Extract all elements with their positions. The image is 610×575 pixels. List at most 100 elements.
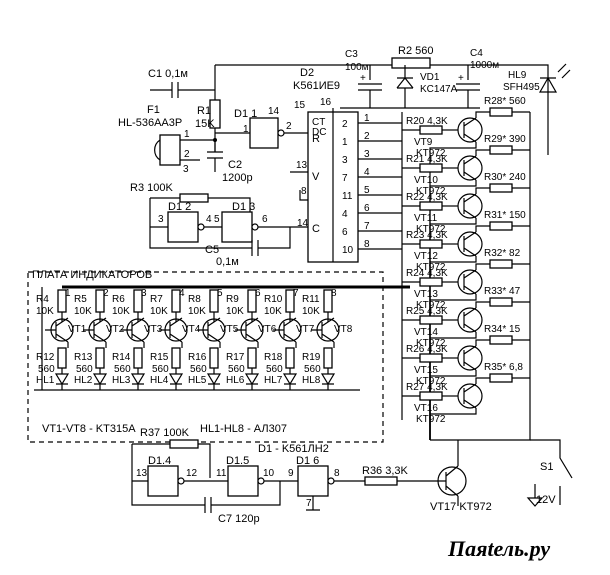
led-resistor: [57, 347, 67, 369]
r37-label: R37 100K: [140, 427, 190, 439]
driver-base-resistor-label: R22 4,3K: [406, 192, 448, 203]
driver-base-resistor: [419, 277, 443, 287]
driver-transistor-icon: [457, 231, 483, 257]
base-resistor-label: R8: [188, 294, 201, 305]
driver-transistor-label: VT15: [414, 365, 438, 376]
driver-base-resistor-label: R27 4,3K: [406, 382, 448, 393]
counter-row-pin: 1: [364, 113, 370, 124]
led-icon: [206, 368, 222, 390]
driver-led-resistor-label: R33* 47: [484, 286, 521, 297]
led-resistor-label: R12: [36, 352, 55, 363]
driver-transistor-label: VT14: [414, 327, 438, 338]
led-resistor: [95, 347, 105, 369]
driver-base-resistor-label: R24 4,3K: [406, 268, 448, 279]
watermark: Паяtель.ру: [447, 536, 550, 561]
indicator-board-frame: [27, 271, 384, 443]
base-resistor-label: R9: [226, 294, 239, 305]
driver-led-resistor: [489, 221, 513, 231]
d1-1-gate: [249, 117, 279, 149]
d1-5-gate: [227, 465, 259, 497]
channel-pin: 5: [217, 288, 223, 299]
transistor-label: VT8: [334, 324, 353, 335]
led-resistor-value: 560: [38, 364, 55, 375]
driver-base-resistor: [419, 391, 443, 401]
hl9-label: HL9: [508, 70, 527, 81]
driver-base-resistor-label: R23 4,3K: [406, 230, 448, 241]
svg-text:5: 5: [214, 214, 220, 225]
f1-sensor-icon: [159, 134, 181, 166]
r36-resistor: [364, 476, 398, 486]
driver-base-resistor: [419, 125, 443, 135]
c7-label: C7 120р: [218, 513, 260, 525]
svg-text:3: 3: [183, 164, 189, 175]
channel-pin: 7: [293, 288, 299, 299]
counter-row-pin: 3: [364, 149, 370, 160]
driver-base-resistor-label: R25 4,3K: [406, 306, 448, 317]
driver-base-resistor-label: R26 4,3K: [406, 344, 448, 355]
r37-resistor: [169, 439, 199, 449]
driver-led-resistor-label: R29* 390: [484, 134, 526, 145]
c5-value: 0,1м: [216, 256, 239, 268]
led-label: HL8: [302, 375, 321, 386]
transistor-label: VT2: [106, 324, 125, 335]
driver-transistor-icon: [457, 193, 483, 219]
driver-base-resistor: [419, 163, 443, 173]
base-resistor-label: R11: [302, 294, 320, 305]
d1-6-label: D1 6: [296, 455, 319, 467]
channel-pin: 8: [331, 288, 337, 299]
channel-pin: 6: [255, 288, 261, 299]
driver-led-resistor: [489, 373, 513, 383]
c1-label: C1 0,1м: [148, 68, 188, 80]
counter-out-pin: 3: [342, 155, 348, 166]
svg-text:16: 16: [320, 97, 332, 108]
f1-type: HL-536AA3P: [118, 117, 182, 129]
svg-text:4: 4: [206, 214, 212, 225]
led-resistor-value: 560: [152, 364, 169, 375]
counter-out-pin: 11: [342, 191, 353, 202]
hl9-type: SFH495: [503, 82, 540, 93]
driver-transistor-icon: [457, 307, 483, 333]
vt17-transistor-icon: [437, 466, 467, 496]
transistor-label: VT6: [258, 324, 277, 335]
led-icon: [168, 368, 184, 390]
led-resistor-value: 560: [190, 364, 207, 375]
base-resistor-value: 10K: [226, 306, 244, 317]
driver-base-resistor: [419, 315, 443, 325]
svg-text:3: 3: [158, 214, 164, 225]
driver-transistor-type: KT972: [416, 376, 446, 387]
hl9-led-icon: [538, 76, 558, 93]
svg-text:2: 2: [184, 149, 190, 160]
vt17-label: VT17 KT972: [430, 501, 492, 513]
led-resistor-label: R17: [226, 352, 245, 363]
r1-value: 15K: [195, 118, 215, 130]
led-label: HL1: [36, 375, 55, 386]
led-resistor-label: R16: [188, 352, 207, 363]
counter-row-pin: 8: [364, 239, 370, 250]
r36-label: R36 3,3K: [362, 465, 409, 477]
supply-label: 12V: [536, 494, 556, 506]
counter-row-pin: 7: [364, 221, 370, 232]
r2-label: R2 560: [398, 45, 433, 57]
base-resistor-value: 10K: [150, 306, 168, 317]
d2-type: K561ИЕ9: [293, 80, 340, 92]
base-resistor-label: R7: [150, 294, 163, 305]
driver-transistor-icon: [457, 117, 483, 143]
led-icon: [54, 368, 70, 390]
led-resistor-value: 560: [304, 364, 321, 375]
driver-led-resistor-label: R31* 150: [484, 210, 526, 221]
svg-text:2: 2: [286, 121, 292, 132]
base-resistor-label: R6: [112, 294, 125, 305]
base-resistor-label: R4: [36, 294, 49, 305]
r2-resistor: [391, 57, 431, 69]
transistor-label: VT5: [220, 324, 239, 335]
hl-note: HL1-HL8 - АЛ307: [200, 423, 287, 435]
svg-text:9: 9: [288, 468, 294, 479]
channel-pin: 1: [65, 288, 71, 299]
driver-led-resistor: [489, 183, 513, 193]
led-icon: [244, 368, 260, 390]
base-resistor-value: 10K: [264, 306, 282, 317]
r-pin-label: R: [312, 133, 320, 145]
